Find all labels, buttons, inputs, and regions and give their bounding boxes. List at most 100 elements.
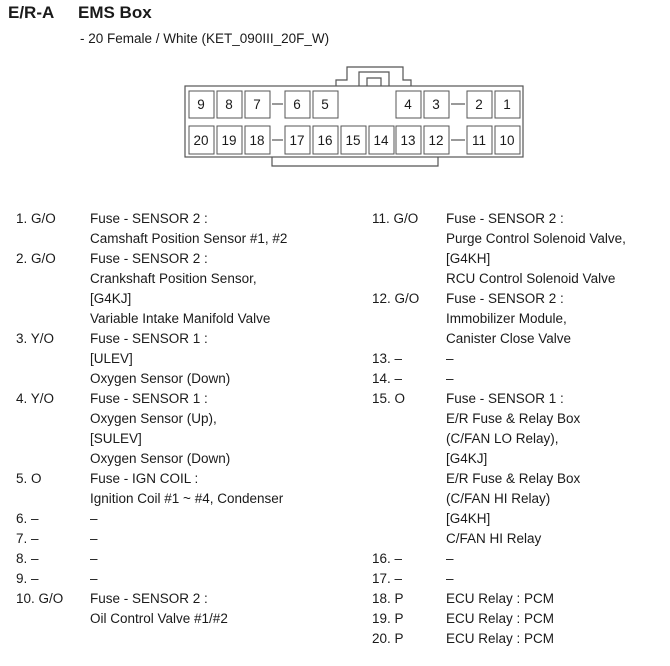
pin-description-line: Oxygen Sensor (Down) xyxy=(90,371,231,386)
pin-description-line: ECU Relay : PCM xyxy=(446,611,555,626)
pin-3: 3 xyxy=(432,97,440,112)
pin-14: 14 xyxy=(373,133,389,148)
pin-number-color: 8. – xyxy=(16,551,39,566)
pin-description-line: – xyxy=(90,571,98,586)
pin-description-line: Purge Control Solenoid Valve, xyxy=(446,231,626,246)
pin-description-line: – xyxy=(446,571,454,586)
pin-15: 15 xyxy=(345,133,360,148)
pin-description-line: RCU Control Solenoid Valve xyxy=(446,271,616,286)
pin-entry: 20. P ECU Relay : PCM xyxy=(372,629,664,649)
pin-description-line: – xyxy=(90,551,98,566)
pin-description-line: C/FAN HI Relay xyxy=(446,531,542,546)
pin-7: 7 xyxy=(253,97,261,112)
pin-description-line: [G4KJ] xyxy=(90,291,132,306)
pin-description-line: – xyxy=(446,551,454,566)
pin-20: 20 xyxy=(193,133,208,148)
pin-11: 11 xyxy=(472,133,486,148)
pin-number-color: 15. O xyxy=(372,391,406,406)
pin-entry: 8. – – xyxy=(16,549,356,569)
pin-entry: 9. – – xyxy=(16,569,356,589)
pin-description-line: Camshaft Position Sensor #1, #2 xyxy=(90,231,288,246)
pin-description-line: Oil Control Valve #1/#2 xyxy=(90,611,228,626)
pin-number-color: 17. – xyxy=(372,571,403,586)
pin-description-line: Canister Close Valve xyxy=(446,331,572,346)
pin-description-line: Crankshaft Position Sensor, xyxy=(90,271,257,286)
pin-number-color: 9. – xyxy=(16,571,39,586)
pin-number-color: 13. – xyxy=(372,351,403,366)
pin-19: 19 xyxy=(221,133,236,148)
pin-18: 18 xyxy=(249,133,264,148)
pin-13: 13 xyxy=(400,133,415,148)
pin-5: 5 xyxy=(321,97,329,112)
pin-number-color: 7. – xyxy=(16,531,39,546)
pin-entry: 1. G/O Fuse - SENSOR 2 : Camshaft Position… xyxy=(16,209,356,249)
pin-description-line: Fuse - SENSOR 1 : xyxy=(446,391,564,406)
pin-description-line: ECU Relay : PCM xyxy=(446,591,555,606)
pin-number-color: 19. P xyxy=(372,611,404,626)
pin-entry: 19. P ECU Relay : PCM xyxy=(372,609,664,629)
connector-spec: - 20 Female / White (KET_090III_20F_W) xyxy=(80,31,330,46)
pin-description-line: [SULEV] xyxy=(90,431,142,446)
pin-description-line: ECU Relay : PCM xyxy=(446,631,555,646)
pin-description-line: Fuse - IGN COIL : xyxy=(90,471,199,486)
pin-description-line: E/R Fuse & Relay Box xyxy=(446,411,581,426)
pin-number-color: 1. G/O xyxy=(16,211,56,226)
pin-entry: 10. G/O Fuse - SENSOR 2 : Oil Control Valv… xyxy=(16,589,356,629)
pin-description-line: Fuse - SENSOR 2 : xyxy=(90,211,208,226)
pin-list-left: 1. G/O Fuse - SENSOR 2 : Camshaft Position… xyxy=(16,209,356,629)
connector-diagram: 9 8 7 6 5 4 3 2 1 20 19 18 17 16 15 14 1… xyxy=(184,66,524,167)
pin-description-line: Variable Intake Manifold Valve xyxy=(90,311,271,326)
pin-16: 16 xyxy=(317,133,332,148)
pin-9: 9 xyxy=(197,97,205,112)
pin-description-line: [G4KJ] xyxy=(446,451,488,466)
pin-entry: 18. P ECU Relay : PCM xyxy=(372,589,664,609)
pin-17: 17 xyxy=(289,133,304,148)
pin-description-line: E/R Fuse & Relay Box xyxy=(446,471,581,486)
pin-description-line: [G4KH] xyxy=(446,251,491,266)
pin-number-color: 6. – xyxy=(16,511,39,526)
pin-number-color: 3. Y/O xyxy=(16,331,55,346)
pin-cells xyxy=(188,90,521,155)
pin-number-color: 18. P xyxy=(372,591,404,606)
pin-number-color: 4. Y/O xyxy=(16,391,55,406)
pin-description-line: [G4KH] xyxy=(446,511,491,526)
pin-description-line: Fuse - SENSOR 2 : xyxy=(90,591,208,606)
pin-number-color: 20. P xyxy=(372,631,404,646)
pin-entry: 17. – – xyxy=(372,569,664,589)
pin-8: 8 xyxy=(225,97,233,112)
pin-description-line: Fuse - SENSOR 1 : xyxy=(90,391,208,406)
connector-key xyxy=(271,157,439,167)
pin-description-line: – xyxy=(446,351,454,366)
connector-code: E/R-A xyxy=(8,3,55,22)
page-title: EMS Box xyxy=(78,3,152,22)
pin-description-line: – xyxy=(90,531,98,546)
pin-description-line: Fuse - SENSOR 2 : xyxy=(446,211,564,226)
pin-description-line: Immobilizer Module, xyxy=(446,311,567,326)
pin-entry: 16. – – xyxy=(372,549,664,569)
pin-number-color: 14. – xyxy=(372,371,403,386)
pin-number-color: 12. G/O xyxy=(372,291,420,306)
pin-description-line: Ignition Coil #1 ~ #4, Condenser xyxy=(90,491,284,506)
pin-description-line: – xyxy=(90,511,98,526)
pin-2: 2 xyxy=(475,97,483,112)
pin-entry: 7. – – xyxy=(16,529,356,549)
pin-1: 1 xyxy=(503,97,511,112)
pin-description-line: (C/FAN HI Relay) xyxy=(446,491,551,506)
pin-description-line: (C/FAN LO Relay), xyxy=(446,431,559,446)
pin-number-color: 10. G/O xyxy=(16,591,64,606)
pin-description-line: [ULEV] xyxy=(90,351,133,366)
pin-entry: 6. – – xyxy=(16,509,356,529)
pin-number-color: 16. – xyxy=(372,551,403,566)
pin-entry: 13. – – xyxy=(372,349,664,369)
pin-description-line: – xyxy=(446,371,454,386)
connector-latch xyxy=(335,66,412,86)
pin-entry: 15. O Fuse - SENSOR 1 : E/R Fuse & Relay B… xyxy=(372,389,664,549)
pin-entry: 14. – – xyxy=(372,369,664,389)
